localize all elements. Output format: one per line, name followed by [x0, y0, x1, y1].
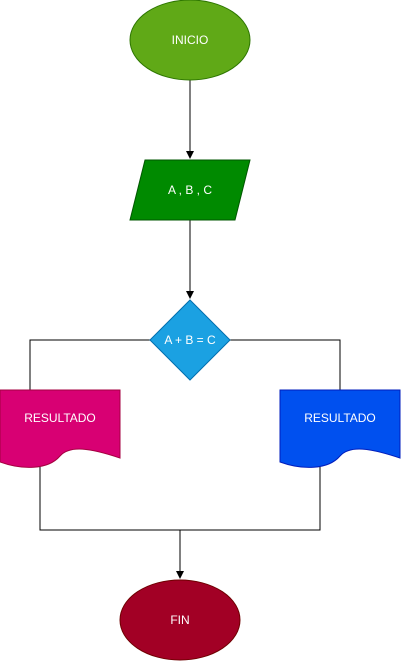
end-label: FIN [170, 613, 189, 627]
decision-label: A + B = C [164, 333, 216, 347]
start-shape [129, 0, 251, 81]
input-label: A , B , C [168, 183, 212, 197]
result-right-shape [279, 389, 401, 468]
result-right-label: RESULTADO [304, 411, 376, 425]
start-label: INICIO [172, 33, 209, 47]
input-shape [129, 159, 251, 221]
result-left-shape [0, 389, 121, 468]
start-node[interactable]: INICIO [129, 0, 251, 81]
connector-decision-to-left-result [29, 339, 150, 390]
end-shape [119, 579, 241, 661]
decision-node[interactable]: A + B = C [149, 299, 231, 381]
connector-left-result-to-end [39, 462, 180, 531]
result-left-label: RESULTADO [24, 411, 96, 425]
input-node[interactable]: A , B , C [129, 159, 251, 221]
result-right-node[interactable]: RESULTADO [279, 389, 401, 468]
decision-shape [149, 299, 231, 381]
connector-decision-to-right-result [230, 339, 341, 390]
end-node[interactable]: FIN [119, 579, 241, 661]
connector-right-result-to-end [180, 462, 321, 531]
result-left-node[interactable]: RESULTADO [0, 389, 121, 468]
